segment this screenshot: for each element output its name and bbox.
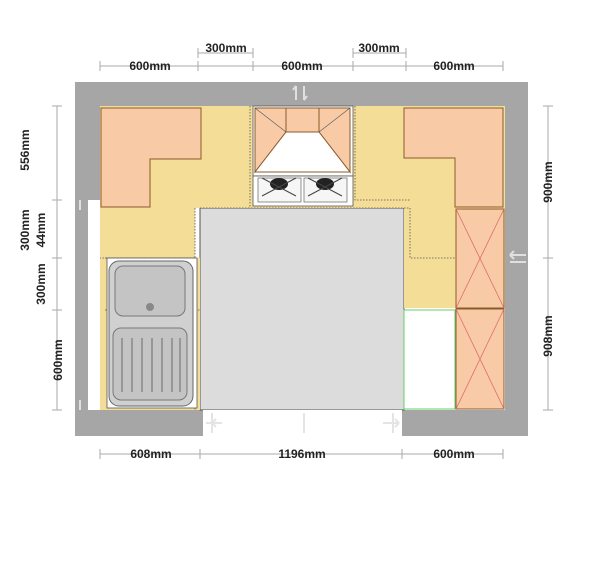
sink-drainer: [112, 327, 188, 401]
dim-right-2: 908mm: [541, 315, 555, 356]
wall-right: [505, 82, 528, 436]
tall-unit-upper: [455, 208, 505, 309]
sink-bowl: [114, 265, 186, 317]
corner-unit-right: [403, 107, 504, 208]
hob-burner-right: [316, 178, 334, 190]
sink-drain: [146, 303, 154, 311]
worktop-hob-side-left: [200, 106, 253, 208]
dim-bottom-2: 1196mm: [278, 447, 325, 461]
dim-bottom-1: 608mm: [130, 447, 171, 461]
dimension-lines: [52, 48, 553, 459]
dim-left-4: 300mm: [34, 263, 48, 304]
wall-arrows: [79, 85, 526, 410]
dimension-labels: 600mm 600mm 600mm 300mm 300mm 608mm 1196…: [18, 41, 555, 461]
dim-top-offset-2: 300mm: [358, 41, 399, 55]
dim-top-2: 600mm: [281, 59, 322, 73]
wall-top: [75, 82, 528, 106]
dim-bottom-3: 600mm: [433, 447, 474, 461]
dim-top-offset-1: 300mm: [205, 41, 246, 55]
appliance-space: [403, 309, 456, 410]
doorway-opening: [203, 410, 402, 436]
hob-burner-left: [270, 178, 288, 190]
left-window-panel: [88, 200, 100, 410]
dim-right-1: 900mm: [541, 161, 555, 202]
corner-unit-left: [100, 107, 202, 208]
dim-left-1: 556mm: [18, 129, 32, 170]
dim-left-3: 300mm: [18, 209, 32, 250]
wall-bottom-left: [75, 410, 203, 436]
hob: [252, 175, 354, 207]
sink: [106, 257, 198, 409]
tall-unit-lower: [455, 308, 505, 410]
extractor-hood: [252, 105, 354, 177]
dim-top-3: 600mm: [433, 59, 474, 73]
wall-bottom-right: [402, 410, 528, 436]
dim-left-2: 44mm: [34, 213, 48, 248]
dim-top-1: 600mm: [129, 59, 170, 73]
floor-area: [199, 207, 405, 411]
dim-left-5: 600mm: [51, 339, 65, 380]
doorway-arrows: [206, 413, 400, 433]
